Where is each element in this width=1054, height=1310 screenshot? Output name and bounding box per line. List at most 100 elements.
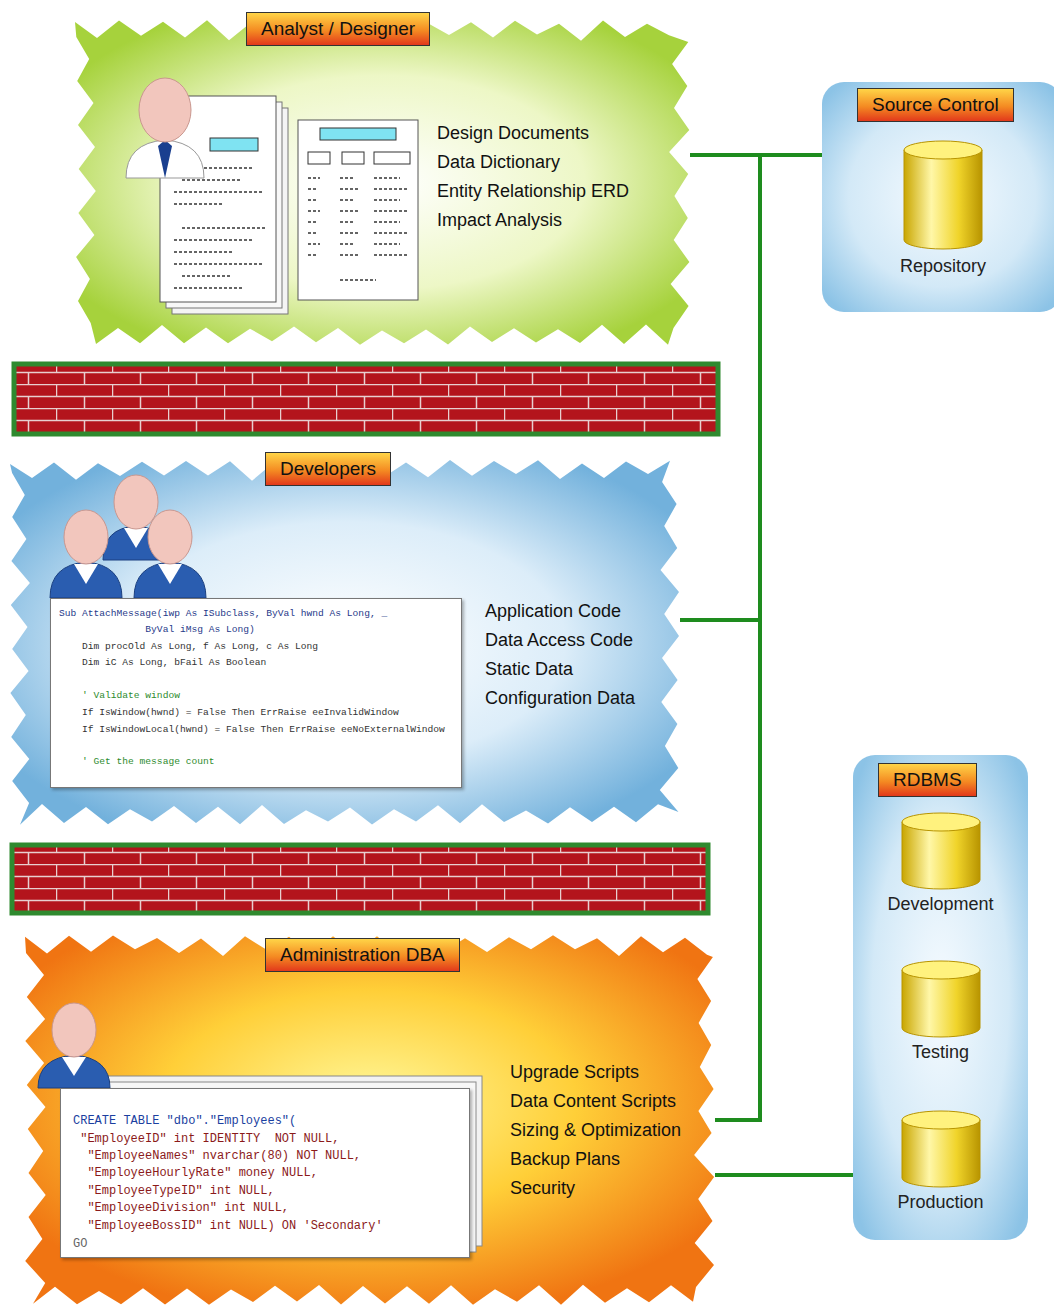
document-pages-part: [320, 128, 396, 140]
group-heading: Source Control: [857, 88, 1014, 122]
developer-group-icon-part: [64, 510, 108, 564]
text-slot: "EmployeeDivision" int NULL,: [73, 1201, 289, 1215]
text-slot: Sub AttachMessage(iwp As ISubclass, ByVa…: [59, 608, 387, 619]
developer-group-icon-part: [148, 510, 192, 564]
document-pages-part-part: [374, 243, 400, 245]
code-line: Dim iC As Long, bFail As Boolean: [59, 657, 266, 668]
cylinder-shape: [901, 1110, 981, 1188]
group-heading: Administration DBA: [265, 938, 460, 972]
text-slot: Impact Analysis: [437, 210, 562, 231]
text-slot: ' Get the message count: [59, 756, 214, 767]
connector-line: [715, 1173, 853, 1177]
group-heading: RDBMS: [878, 763, 977, 797]
text-slot: If IsWindow(hwnd) = False Then ErrRaise …: [59, 707, 399, 718]
document-pages-part-part: [340, 243, 354, 245]
text-slot: Configuration Data: [485, 688, 635, 709]
text-slot: Analyst / Designer: [246, 12, 430, 46]
code-line: Dim procOld As Long, f As Long, c As Lon…: [59, 641, 318, 652]
document-pages-part-part: [340, 188, 358, 190]
artifact-item: Security: [510, 1178, 575, 1199]
code-line: ' Validate window: [59, 690, 180, 701]
document-pages-part-part: [174, 239, 254, 241]
document-pages-part-part: [374, 221, 400, 223]
cylinder-shape: [903, 140, 983, 250]
text-slot: Dim iC As Long, bFail As Boolean: [59, 657, 266, 668]
person-icon-part: [158, 140, 172, 178]
text-slot: Security: [510, 1178, 575, 1199]
document-pages-part-part: [308, 210, 320, 212]
person-icon-part: [139, 78, 191, 142]
code-listing: Sub AttachMessage(iwp As ISubclass, ByVa…: [50, 598, 462, 788]
artifact-item: Design Documents: [437, 123, 589, 144]
text-slot: Entity Relationship ERD: [437, 181, 629, 202]
document-pages-part-part: [308, 199, 316, 201]
document-pages-part-part: [374, 210, 408, 212]
document-pages-part-part: [174, 287, 244, 289]
text-slot: Upgrade Scripts: [510, 1062, 639, 1083]
document-pages-part-part: [308, 188, 316, 190]
text-slot: RDBMS: [878, 763, 977, 797]
developer-group-icon-part: [158, 564, 182, 584]
document-pages-part-part: [340, 279, 376, 281]
text-slot: Backup Plans: [510, 1149, 620, 1170]
developer-group-icon-part: [124, 528, 148, 548]
cylinder-shape: [901, 812, 981, 890]
document-pages-part-part: [340, 254, 358, 256]
text-slot: CREATE TABLE "dbo"."Employees"(: [73, 1114, 296, 1128]
document-pages-part-part: [340, 221, 354, 223]
group-heading: Developers: [265, 452, 391, 486]
artifact-item: Static Data: [485, 659, 573, 680]
text-slot: Source Control: [857, 88, 1014, 122]
document-pages-part-part: [308, 221, 316, 223]
code-line: ' Get the message count: [59, 756, 214, 767]
text-slot: "EmployeeBossID" int NULL) ON 'Secondary…: [73, 1219, 383, 1233]
document-pages-part-part: [174, 251, 234, 253]
shape-fill: [822, 82, 1054, 312]
text-slot: GO: [73, 1237, 87, 1251]
code-line: "EmployeeHourlyRate" money NULL,: [73, 1166, 318, 1180]
connector-line: [680, 155, 822, 620]
document-pages-part-part: [340, 199, 354, 201]
code-line: GO: [73, 1237, 87, 1251]
artifact-item: Data Access Code: [485, 630, 633, 651]
text-slot: Design Documents: [437, 123, 589, 144]
document-pages-part-part: [374, 199, 400, 201]
document-pages-part-part: [340, 177, 354, 179]
database-cylinder: Testing: [873, 960, 1008, 1070]
document-pages-part-part: [374, 254, 408, 256]
document-pages-part-part: [174, 203, 224, 205]
document-pages-part: [374, 152, 410, 164]
system-panel: RDBMS DevelopmentTestingProduction: [853, 755, 1028, 1240]
code-line: If IsWindowLocal(hwnd) = False Then ErrR…: [59, 724, 445, 735]
document-pages-part-part: [308, 232, 316, 234]
text-slot: ByVal iMsg As Long): [59, 624, 255, 635]
artifact-item: Impact Analysis: [437, 210, 562, 231]
role-region: DevelopersApplication CodeData Access Co…: [10, 460, 680, 825]
document-pages-part-part: [182, 227, 267, 229]
cylinder-body: [904, 150, 982, 249]
text-slot: Sizing & Optimization: [510, 1120, 681, 1141]
document-pages-part-part: [174, 191, 264, 193]
document-pages-part-part: [308, 254, 316, 256]
text-slot: Dim procOld As Long, f As Long, c As Lon…: [59, 641, 318, 652]
shape-fill: [75, 20, 689, 345]
cylinder-top: [902, 813, 980, 831]
document-pages-part: [298, 120, 418, 300]
code-line: "EmployeeBossID" int NULL) ON 'Secondary…: [73, 1219, 383, 1233]
text-slot: Data Dictionary: [437, 152, 560, 173]
text-slot: Production: [873, 1192, 1008, 1213]
artifact-item: Application Code: [485, 601, 621, 622]
dba-person-icon-part: [62, 1057, 86, 1076]
code-line: "EmployeeID" int IDENTITY NOT NULL,: [73, 1132, 339, 1146]
text-slot: Development: [873, 894, 1008, 915]
text-slot: "EmployeeNames" nvarchar(80) NOT NULL,: [73, 1149, 361, 1163]
document-pages-part-part: [182, 275, 232, 277]
code-line: ByVal iMsg As Long): [59, 624, 255, 635]
artifact-item: Upgrade Scripts: [510, 1062, 639, 1083]
developer-group-icon-part: [74, 564, 98, 584]
connector-line: [715, 155, 822, 1120]
artifact-item: Configuration Data: [485, 688, 635, 709]
document-pages-part: [210, 138, 258, 151]
document-pages-part: [308, 152, 330, 164]
cylinder-body: [902, 822, 980, 889]
